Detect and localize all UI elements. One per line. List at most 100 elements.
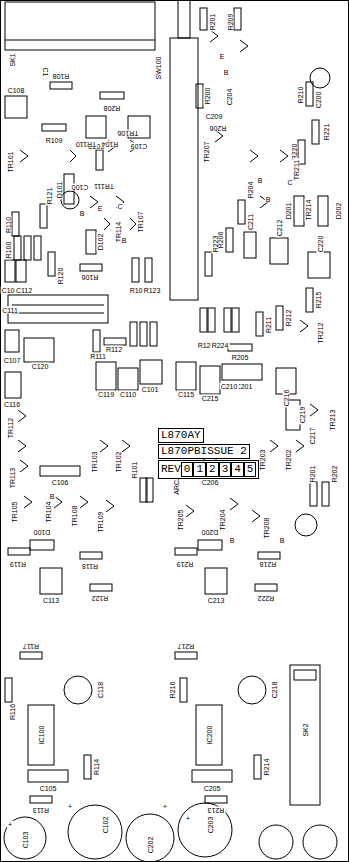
part-name: TR112 [7,417,14,440]
capacitor-outline [222,364,262,380]
resistor-symbol [226,228,233,252]
resistor-symbol [205,796,227,803]
capacitor-outline [5,96,27,118]
legend-box: REV012345 [158,460,259,479]
resistor-symbol [100,92,124,99]
electrolytic-capacitor [310,68,330,88]
resistor-symbol [196,84,203,108]
resistor-symbol [258,552,280,559]
resistor-symbol [42,124,66,131]
part-name: TR204 [219,508,226,531]
capacitor-outline [40,568,62,594]
part-name: R106 [81,274,100,281]
revision-box: 0 [181,462,194,477]
part-name: SW100 [155,56,162,81]
part-name: D102 [97,233,104,252]
resistor-symbol [80,552,102,559]
resistor-symbol [145,258,152,282]
capacitor-outline [176,362,196,390]
part-name: TR203 [259,448,266,471]
pin-mark: B [49,493,56,500]
capacitor-outline [24,338,54,362]
part-name: R213 [207,807,226,814]
part-name: C1 [42,67,49,78]
capacitor-outline [140,360,162,384]
part-name: C107 [3,357,22,364]
board-text: 3 [222,464,229,475]
part-name: C204 [226,88,233,107]
resistor-symbol [5,678,12,702]
pin-mark: + [185,815,191,822]
part-name: C109 [130,143,149,150]
part-name: SK2 [302,722,309,737]
part-name: TR105 [11,500,18,523]
part-name: TR213 [329,408,336,431]
switch-outline [170,0,198,300]
part-name: C216 [283,389,290,408]
part-name: C101 [141,386,160,393]
pin-mark: C [116,203,123,210]
part-name: IC200 [206,725,213,746]
resistor-symbol [310,482,317,506]
part-name: C112 [15,287,33,294]
electrolytic-capacitor [178,803,232,857]
part-name: C102 [102,816,109,835]
part-name: C217 [309,427,316,446]
resistor-symbol [205,252,212,276]
part-name: R116 [9,703,16,721]
capacitor-outline [118,368,138,390]
transistor-symbol [20,140,138,162]
part-name: C213 [207,597,226,604]
part-name: R109 [45,137,64,144]
resistor-symbol [8,548,30,555]
resistor-symbol [84,755,91,779]
connector-outline [294,670,316,680]
part-name: TR212 [317,321,324,344]
part-name: C218 [271,681,278,700]
part-name: C206 [201,479,220,486]
capacitor-outline [16,260,26,282]
pin-mark: E [97,205,104,212]
part-name: C210 [220,383,239,390]
resistor-symbol [96,150,103,170]
part-name: R112 [105,346,123,353]
revision-box: 3 [219,462,232,477]
part-name: R121 [46,187,53,206]
resistor-symbol [130,322,137,346]
resistor-symbol [276,306,283,330]
resistor-symbol [238,200,245,224]
capacitor-outline [86,116,106,138]
electrolytic-capacitor [126,814,174,862]
board-text: 0 [184,464,191,475]
resistor-symbol [322,482,329,506]
resistor-symbol [228,344,252,351]
part-name: TR113 [9,467,16,490]
part-name: TR108 [71,504,78,527]
part-name: C103 [22,831,29,850]
capacitor-outline [270,238,288,264]
switch-outline [178,0,190,38]
part-name: R123 [143,287,162,294]
resistor-symbol [48,252,55,276]
resistor-symbol [50,82,72,89]
legend-box: L870PBISSUE 2 [158,444,250,459]
part-name: R118 [81,563,99,570]
resistor-symbol [175,652,197,659]
part-name: TR103 [91,450,98,473]
pin-mark: C [286,179,293,186]
capacitor-outline [40,466,80,476]
resistor-symbol [306,288,313,312]
resistor-symbol [104,338,126,345]
resistor-symbol [150,322,157,346]
part-name: TR110 [75,141,98,148]
diode-symbol [30,540,54,550]
capacitor-outline [5,260,15,282]
pin-mark: B [229,537,236,544]
part-name: R205 [231,354,250,361]
pin-mark: + [162,803,168,810]
resistor-symbol [200,308,207,332]
revision-box: 1 [193,462,206,477]
part-name: TR106 [116,130,139,137]
part-name: C200 [315,91,322,110]
